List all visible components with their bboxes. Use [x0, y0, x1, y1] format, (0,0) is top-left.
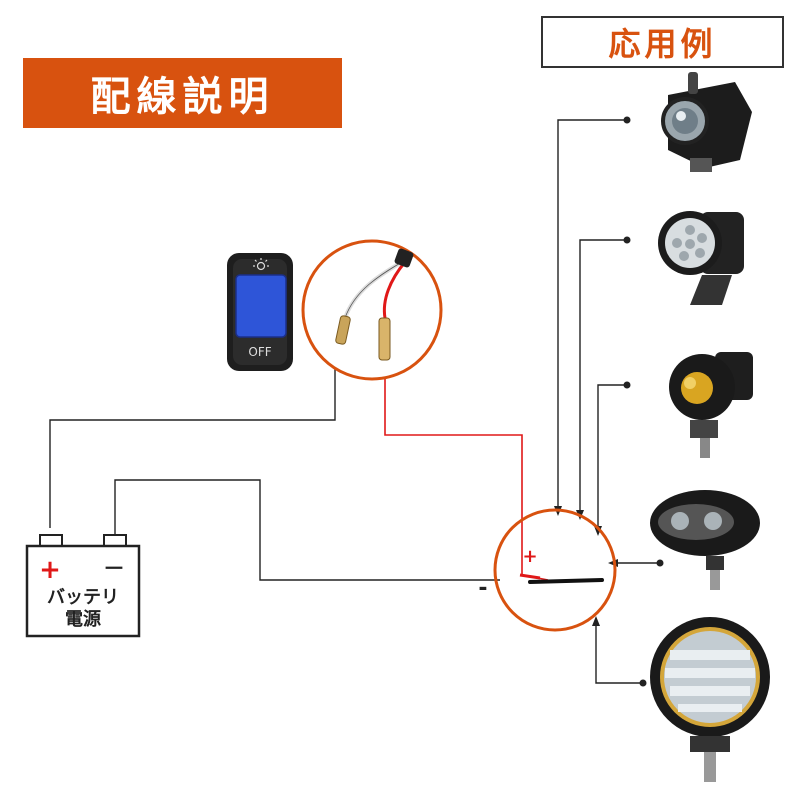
light-oval [650, 490, 760, 590]
light3-wire [597, 384, 627, 532]
switch-leads [335, 248, 414, 361]
battery-minus: － [103, 557, 125, 582]
light-yellow-fog [669, 352, 753, 458]
battery-plus: + [39, 555, 61, 585]
light-round-spotlight [658, 211, 744, 305]
light-bulb-icon [253, 258, 269, 271]
light-round-work [650, 617, 770, 782]
switch-blue-window [235, 274, 287, 338]
rocker-switch: OFF [227, 253, 293, 371]
battery-plus-wire [49, 330, 336, 528]
battery-body [25, 544, 141, 638]
switch-off-label: OFF [248, 345, 271, 359]
wiring-title: 配線説明 [23, 58, 342, 128]
battery-label-1: バッテリ [47, 587, 119, 608]
application-heading: 応用例 [541, 16, 784, 68]
battery: + － バッテリ 電源 [25, 534, 141, 638]
battery-minus-wire [114, 479, 500, 581]
light1-wire [557, 119, 627, 512]
light5-wire [595, 620, 643, 684]
arrow-light5 [592, 616, 600, 626]
light-projector [661, 72, 752, 172]
junction-circle [493, 508, 617, 632]
wires [49, 119, 660, 684]
arrow-heads [554, 506, 618, 626]
junction-minus: - [478, 576, 487, 601]
battery-label-2: 電源 [65, 608, 101, 630]
connection-dots [623, 116, 664, 687]
light2-wire [579, 239, 627, 516]
junction-plus: + [522, 546, 537, 567]
zoom-circle [301, 239, 443, 381]
